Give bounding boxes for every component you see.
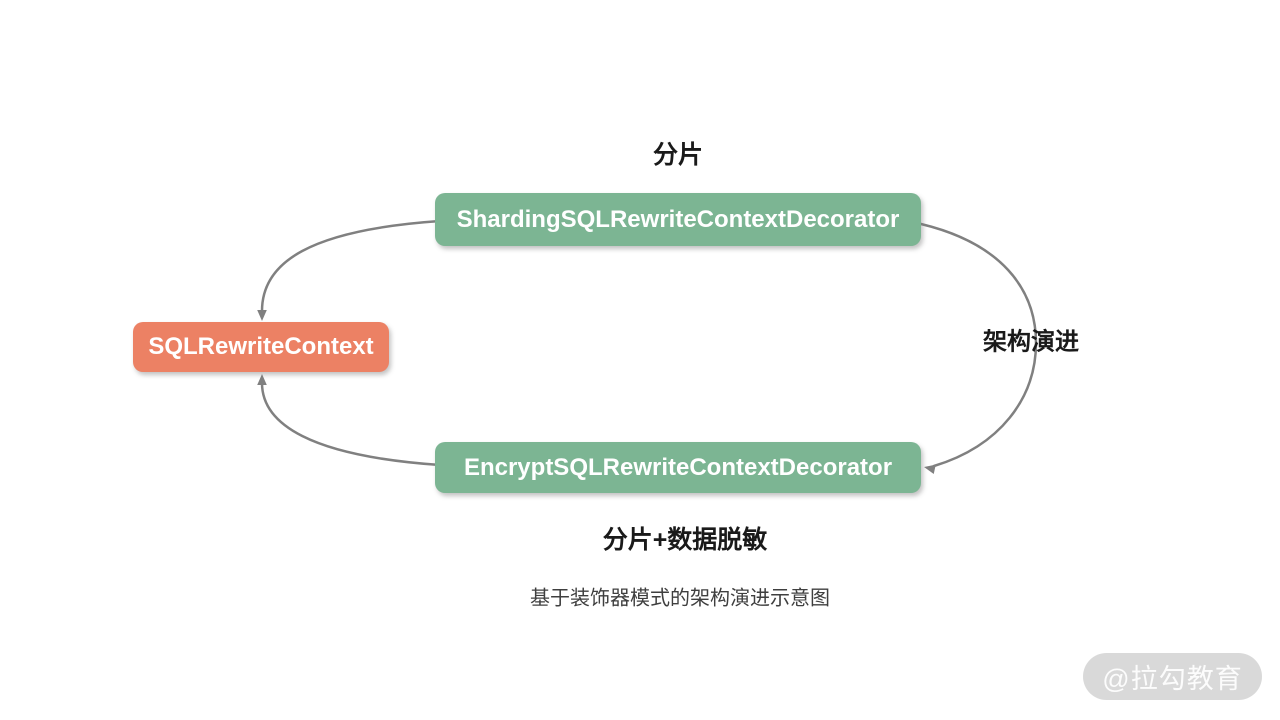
watermark-badge: @拉勾教育 bbox=[1083, 653, 1262, 700]
node-sharding-decorator-label: ShardingSQLRewriteContextDecorator bbox=[456, 205, 900, 233]
arrowhead-into-context-bottom bbox=[257, 374, 267, 385]
label-architecture-evolution: 架构演进 bbox=[983, 328, 1079, 356]
node-encrypt-decorator: EncryptSQLRewriteContextDecorator bbox=[435, 442, 921, 493]
label-sharding-plus-masking: 分片+数据脱敏 bbox=[602, 526, 768, 554]
edge-encrypt-to-context bbox=[260, 381, 442, 467]
edge-sharding-to-context bbox=[260, 219, 442, 313]
arrowhead-into-context-top bbox=[257, 310, 267, 321]
edge-sharding-to-encrypt bbox=[919, 222, 1038, 468]
diagram-caption: 基于装饰器模式的架构演进示意图 bbox=[530, 587, 830, 610]
node-encrypt-decorator-label: EncryptSQLRewriteContextDecorator bbox=[463, 453, 893, 481]
node-sharding-decorator: ShardingSQLRewriteContextDecorator bbox=[435, 193, 921, 246]
label-sharding: 分片 bbox=[652, 141, 704, 169]
node-sql-rewrite-context-label: SQLRewriteContext bbox=[148, 333, 374, 360]
node-sql-rewrite-context: SQLRewriteContext bbox=[133, 322, 389, 372]
arrowhead-into-encrypt-right bbox=[924, 464, 936, 474]
